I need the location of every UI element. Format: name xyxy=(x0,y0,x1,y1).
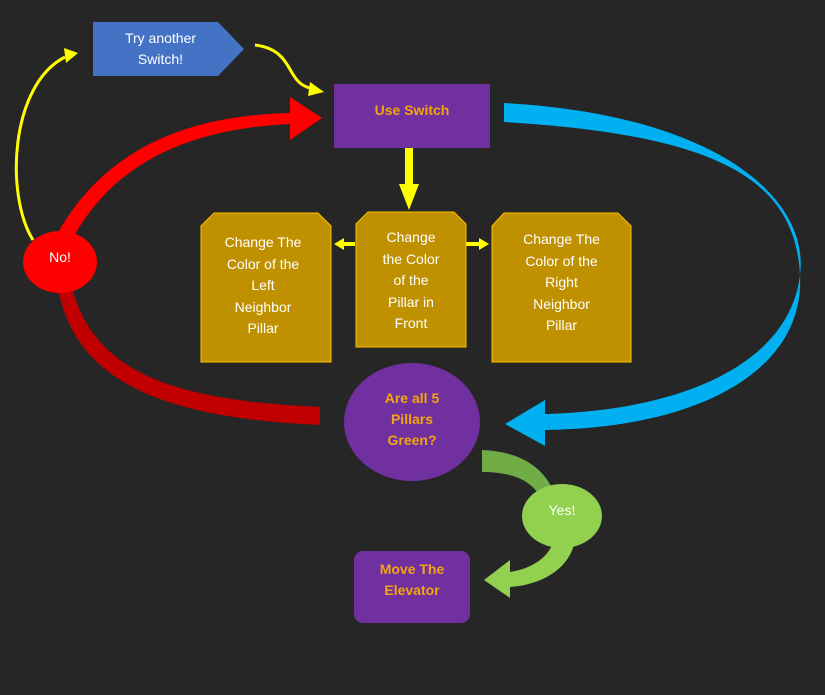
yellow-arrow-down xyxy=(399,148,419,210)
move-elevator-box xyxy=(354,551,470,623)
try-another-label: Try another Switch! xyxy=(124,29,197,68)
change-left-label: Change The Color of the Left Neighbor Pi… xyxy=(224,234,302,337)
yes-ellipse xyxy=(522,484,602,548)
use-switch-box xyxy=(334,84,490,148)
yellow-arrow-to-use-switch xyxy=(254,43,311,90)
red-loop-lower-band xyxy=(58,288,320,425)
yellow-arrowhead-use xyxy=(308,82,324,96)
cyan-loop-arrow xyxy=(504,103,801,446)
move-elevator-label: Move The Elevator xyxy=(379,561,445,598)
yellow-arrow-right xyxy=(466,238,489,250)
yellow-arrowhead-try xyxy=(64,48,78,63)
yellow-arrow-to-try-another xyxy=(14,55,66,241)
use-switch-label: Use Switch xyxy=(374,101,450,118)
front-pillar-box xyxy=(355,211,467,348)
try-another-shape xyxy=(93,22,244,76)
yes-label: Yes! xyxy=(548,502,576,519)
red-loop-upper-arrow xyxy=(55,97,322,240)
right-pillar-box xyxy=(491,212,632,363)
no-ellipse xyxy=(23,231,97,293)
question-label: Are all 5 Pillars Green? xyxy=(384,389,440,448)
change-right-label: Change The Color of the Right Neighbor P… xyxy=(523,231,600,334)
question-ellipse xyxy=(344,363,480,481)
yellow-arrow-left xyxy=(334,238,355,250)
change-front-label: Change the Color of the Pillar in Front xyxy=(382,229,440,332)
left-pillar-box xyxy=(200,212,332,363)
no-label: No! xyxy=(49,249,71,266)
